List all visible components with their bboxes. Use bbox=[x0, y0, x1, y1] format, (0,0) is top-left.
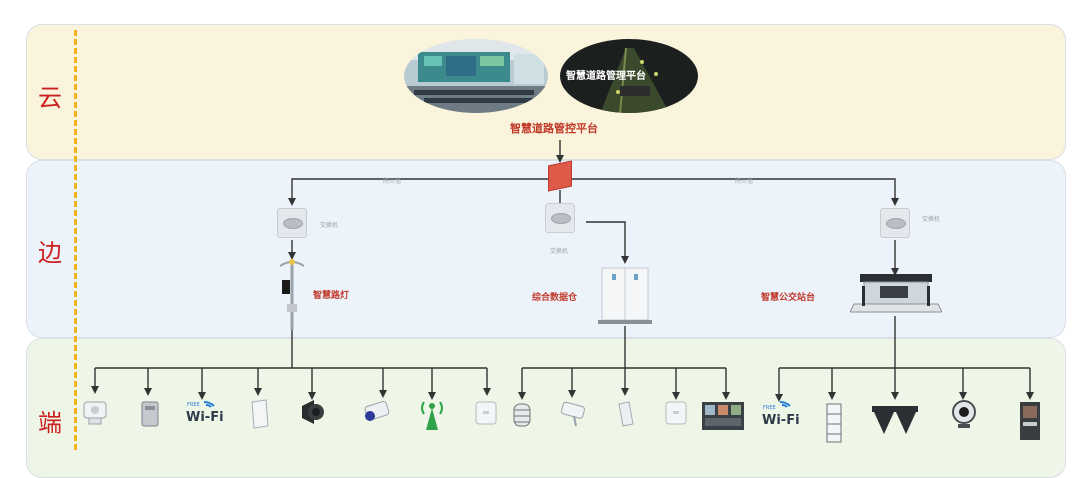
connection-lines bbox=[91, 140, 1034, 402]
layer-label-end: 端 bbox=[38, 409, 62, 437]
handheld-device-icon bbox=[618, 401, 634, 427]
platform-screen-text: 智慧道路管理平台 bbox=[566, 71, 646, 82]
platform-caption: 智慧道路管控平台 bbox=[510, 122, 598, 135]
switch-right-label: 交换机 bbox=[922, 216, 941, 223]
canopy-light-icon bbox=[872, 406, 918, 434]
wifi-2-icon bbox=[779, 401, 791, 408]
cabinet-label: 综合数据仓 bbox=[532, 293, 578, 303]
layer-label-cloud: 云 bbox=[38, 84, 62, 112]
wifi-free-text: FREE bbox=[187, 402, 200, 408]
switch-center-icon bbox=[545, 203, 575, 233]
antenna-icon bbox=[421, 401, 443, 430]
switch-right-icon bbox=[880, 208, 910, 238]
access-point-icon bbox=[475, 401, 497, 425]
display-board-icon bbox=[702, 402, 744, 430]
layer-label-edge: 边 bbox=[38, 239, 62, 267]
data-cabinet-icon bbox=[598, 267, 652, 324]
bullet-camera-icon bbox=[364, 400, 390, 421]
firewall-left-label: 防火墙 bbox=[383, 178, 402, 185]
speaker-panel-icon bbox=[251, 399, 269, 429]
light-pole-icon bbox=[826, 403, 842, 443]
radar-sensor-icon bbox=[513, 403, 531, 427]
smart-bus-stop-icon bbox=[850, 274, 942, 313]
wifi-text: Wi-Fi bbox=[186, 410, 224, 425]
access-point-2-icon bbox=[665, 401, 687, 425]
camera-gimbal-icon bbox=[83, 401, 107, 425]
webcam-icon bbox=[952, 400, 976, 428]
firewall-icon bbox=[548, 160, 572, 192]
wifi-2-free-text: FREE bbox=[763, 405, 776, 411]
platform-screen-image bbox=[560, 39, 698, 113]
control-room-image bbox=[404, 39, 548, 113]
switch-left-icon bbox=[277, 208, 307, 238]
layer-divider-line bbox=[74, 30, 77, 450]
loudspeaker-icon bbox=[302, 400, 324, 424]
firewall-right-label: 防火墙 bbox=[735, 178, 754, 185]
switch-center-label: 交换机 bbox=[550, 248, 569, 255]
smart-streetlight-icon bbox=[279, 259, 305, 330]
sensor-icon bbox=[141, 401, 159, 427]
cloud-layer-band bbox=[26, 24, 1066, 160]
streetlight-label: 智慧路灯 bbox=[313, 291, 350, 301]
bullet-camera-2-icon bbox=[560, 401, 585, 427]
busstop-label: 智慧公交站台 bbox=[761, 293, 816, 303]
wifi-icon bbox=[203, 401, 215, 408]
switch-left-label: 交换机 bbox=[320, 222, 339, 229]
kiosk-icon bbox=[1020, 402, 1040, 440]
wifi-2-text: Wi-Fi bbox=[762, 413, 800, 428]
